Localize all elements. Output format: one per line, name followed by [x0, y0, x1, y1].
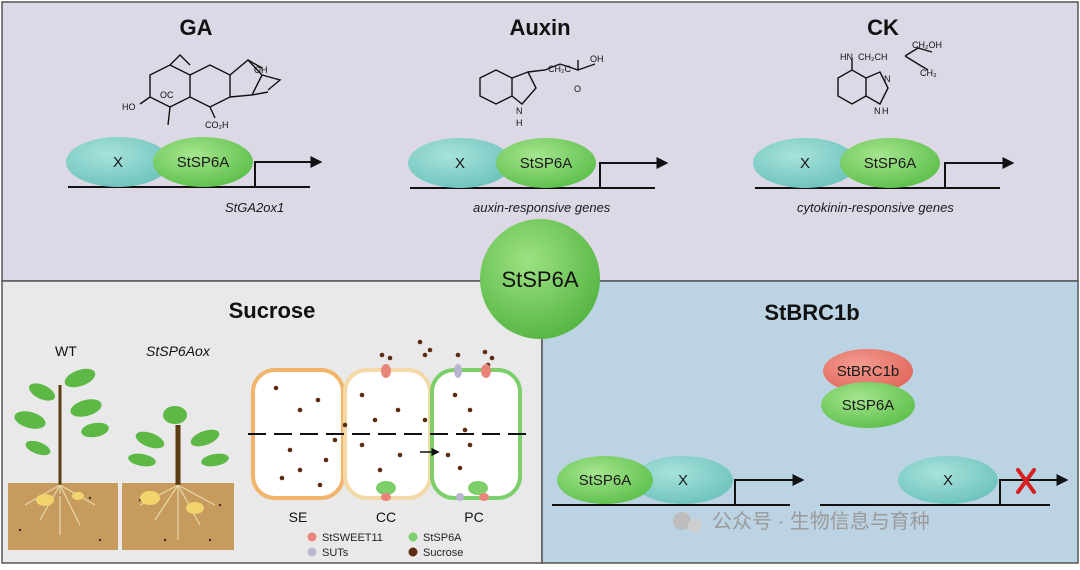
brc1b-complex-top — [823, 349, 913, 393]
legend-swatch-suts — [307, 547, 317, 557]
ga-x-label: X — [113, 154, 123, 171]
ck-hn: HN — [840, 52, 853, 62]
sucrose-title: Sucrose — [229, 298, 316, 323]
brc1b-left-x-oval — [633, 456, 733, 504]
blocked-x-icon — [1016, 468, 1036, 494]
brc1b-right-x-oval — [898, 456, 998, 504]
legend-label-sp6a: StSP6A — [423, 532, 462, 544]
center-sp6a-label: StSP6A — [501, 267, 578, 292]
brc1b-left-promoter-arrow — [734, 474, 805, 505]
ga-x-oval — [66, 137, 170, 187]
brc1b-title: StBRC1b — [764, 300, 859, 325]
ox-plant — [128, 406, 229, 540]
brc1b-complex-bottom-label: StSP6A — [842, 397, 895, 414]
auxin-n: N — [516, 106, 523, 116]
ga-ho: HO — [122, 102, 136, 112]
wechat-icon — [673, 512, 691, 530]
ck-structure — [837, 47, 933, 105]
ck-nh: N — [874, 106, 881, 116]
ga-promoter-arrow — [254, 156, 323, 187]
brc1b-right-x-label: X — [943, 472, 953, 489]
ga-sp6a-label: StSP6A — [177, 154, 230, 171]
ck-sp6a-label: StSP6A — [864, 155, 917, 172]
ga-co2h: CO₂H — [205, 120, 229, 130]
watermark: 公众号 · 生物信息与育种 — [673, 510, 930, 533]
auxin-x-oval — [408, 138, 512, 188]
ga-gene-label: StGA2ox1 — [225, 200, 284, 215]
auxin-h: H — [516, 118, 523, 128]
legend-label-sweet11: StSWEET11 — [322, 532, 383, 544]
brc1b-left-sp6a-oval — [557, 456, 653, 504]
ck-h: H — [882, 106, 889, 116]
brc1b-left-x-label: X — [678, 472, 688, 489]
ck-title: CK — [867, 15, 899, 40]
auxin-x-label: X — [455, 155, 465, 172]
cell-label-se: SE — [289, 509, 308, 525]
cell-label-cc: CC — [376, 509, 396, 525]
brc1b-right-promoter-arrow — [999, 474, 1069, 505]
auxin-promoter-arrow — [599, 157, 669, 188]
watermark-text: 公众号 · 生物信息与育种 — [712, 510, 930, 533]
auxin-o: O — [574, 84, 581, 94]
pc-sut-bottom — [456, 493, 464, 501]
ga-title: GA — [180, 15, 213, 40]
auxin-oh: OH — [590, 54, 604, 64]
ck-sp6a-oval — [840, 138, 940, 188]
brc1b-panel — [541, 280, 1079, 564]
cc-sp6a-marker — [376, 481, 396, 495]
legend: StSWEET11 StSP6A SUTs Sucrose — [307, 532, 463, 559]
cc-sweet-bottom — [381, 493, 391, 501]
ck-ch3: CH₃ — [920, 68, 937, 78]
sp6aox-label: StSP6Aox — [146, 343, 211, 359]
ga-sp6a-oval — [153, 137, 253, 187]
wt-soil — [8, 483, 118, 550]
legend-swatch-sp6a — [408, 532, 418, 542]
ck-n-label: N — [884, 74, 891, 84]
pc-sweet-bottom — [479, 493, 489, 501]
wt-plant — [14, 368, 109, 535]
ck-x-label: X — [800, 155, 810, 172]
pc-sweet-marker — [481, 364, 491, 378]
auxin-sp6a-oval — [496, 138, 596, 188]
auxin-title: Auxin — [509, 15, 570, 40]
auxin-ch2: CH₂C — [548, 64, 571, 74]
ck-promoter-arrow — [944, 157, 1015, 188]
ck-ch2oh: CH₂OH — [912, 40, 942, 50]
center-sp6a-circle — [480, 219, 600, 339]
sucrose-dots — [273, 339, 495, 488]
ga-structure — [139, 54, 282, 126]
brc1b-left-sp6a-label: StSP6A — [579, 472, 632, 489]
cc-sweet-marker — [381, 364, 391, 378]
legend-label-sucrose: Sucrose — [423, 547, 463, 559]
ga-oc: OC — [160, 90, 174, 100]
auxin-sp6a-label: StSP6A — [520, 155, 573, 172]
pc-sp6a-marker — [468, 481, 488, 495]
ck-gene-label: cytokinin-responsive genes — [797, 200, 954, 215]
legend-swatch-sweet11 — [307, 532, 317, 542]
cell-label-pc: PC — [464, 509, 483, 525]
pc-sut-marker — [454, 364, 462, 378]
wt-label: WT — [55, 343, 77, 359]
ck-chain: CH₂CH — [858, 52, 888, 62]
brc1b-complex-top-label: StBRC1b — [837, 363, 900, 380]
brc1b-complex-bottom — [821, 382, 915, 428]
ga-oh: OH — [254, 65, 268, 75]
auxin-structure — [479, 60, 596, 105]
auxin-gene-label: auxin-responsive genes — [473, 200, 611, 215]
legend-label-suts: SUTs — [322, 547, 349, 559]
soil-specks — [18, 493, 222, 542]
legend-swatch-sucrose — [408, 547, 418, 557]
ck-x-oval — [753, 138, 857, 188]
